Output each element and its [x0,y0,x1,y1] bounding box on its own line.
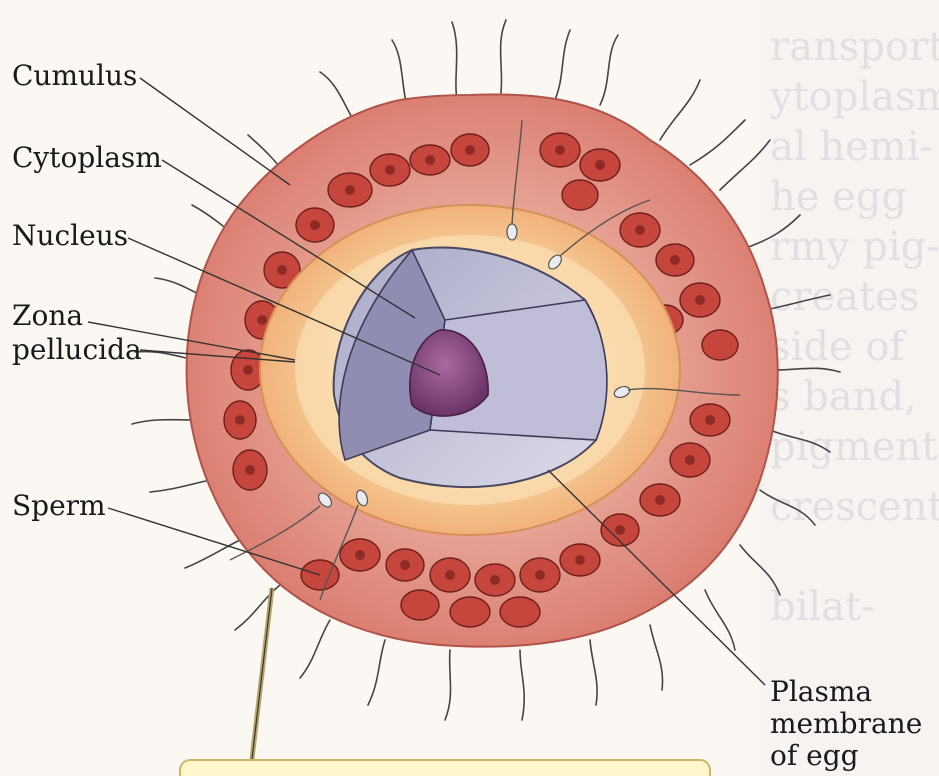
label-cumulus: Cumulus [12,60,137,92]
label-zona-line2: pellucida [12,334,142,366]
svg-text:pigment: pigment [770,424,937,470]
label-plasma-line1: Plasma [770,676,872,708]
svg-text:creates: creates [770,274,919,320]
label-sperm: Sperm [12,490,106,522]
svg-text:he egg: he egg [770,174,907,220]
label-plasma-line3: of egg [770,740,859,772]
label-cytoplasm: Cytoplasm [12,142,162,174]
svg-text:crescent: crescent [770,484,939,530]
svg-text:s band,: s band, [770,374,917,420]
svg-text:ytoplasm: ytoplasm [769,74,939,120]
svg-text:ransport: ransport [770,24,939,70]
label-plasma-line2: membrane [770,708,922,740]
svg-text:al hemi-: al hemi- [770,124,933,170]
svg-text:side of: side of [770,324,907,370]
label-zona-line1: Zona [12,300,83,332]
svg-text:rmy pig-: rmy pig- [770,224,939,270]
svg-text:bilat-: bilat- [770,584,875,630]
label-nucleus: Nucleus [12,220,128,252]
page-bleed-text: ransport ytoplasm al hemi- he egg rmy pi… [760,0,939,776]
leader-cumulus [140,78,290,185]
